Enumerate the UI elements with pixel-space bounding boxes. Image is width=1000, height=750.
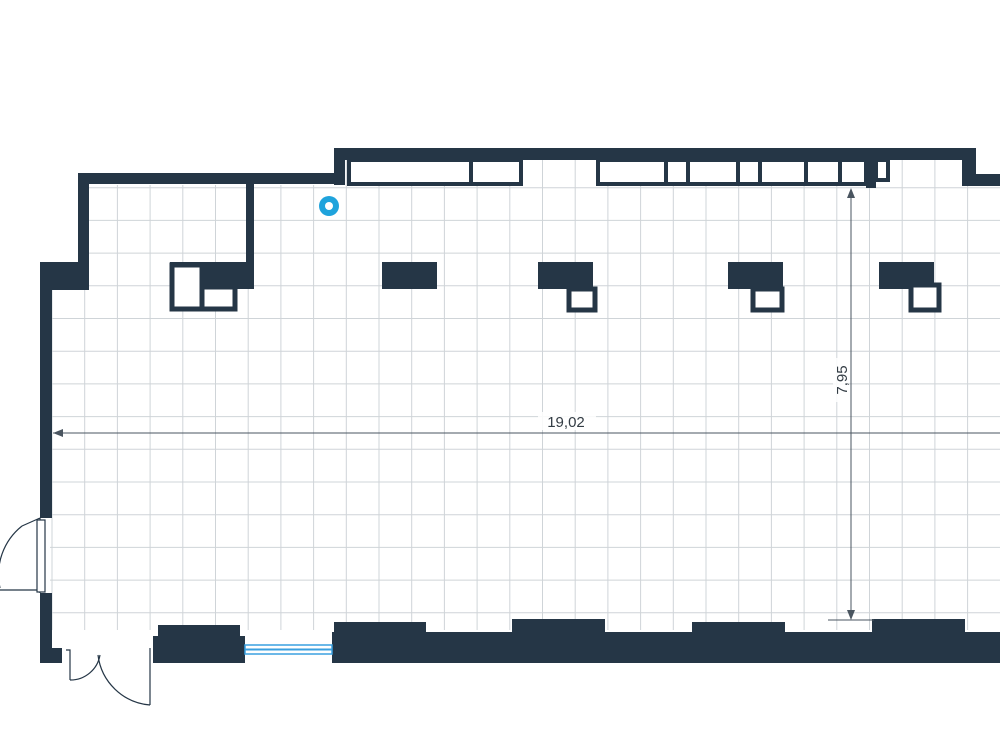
dimension-width-label-bg — [538, 412, 596, 430]
wall-bottom-pillar-5 — [872, 619, 965, 635]
column-4-box — [750, 286, 785, 313]
bottom-window — [244, 644, 333, 655]
floor-area — [50, 155, 1000, 630]
wall-top-right-end — [962, 174, 1000, 186]
wall-top-step — [334, 148, 345, 185]
column-3-box — [566, 286, 598, 313]
wall-bottom-main — [332, 632, 1000, 663]
wall-niche-post — [866, 160, 876, 188]
dimension-height-label: 7,95 — [834, 365, 851, 394]
top-window-4 — [664, 158, 690, 186]
location-pin-inner — [325, 202, 333, 210]
top-window-3 — [596, 158, 668, 186]
dimension-height-label-bg — [833, 358, 849, 402]
wall-left-upper — [78, 173, 89, 290]
column-4 — [728, 262, 783, 289]
top-window-5 — [686, 158, 740, 186]
top-window-6 — [736, 158, 762, 186]
dimension-width-label: 19,02 — [547, 414, 585, 431]
column-2 — [382, 262, 437, 289]
column-left-outline-b — [199, 284, 238, 312]
column-left-outline-a — [169, 262, 205, 312]
side-door-swing — [0, 517, 41, 593]
top-window-9 — [838, 158, 868, 186]
side-door-leaf — [36, 519, 46, 593]
wall-top-left — [78, 173, 340, 184]
wall-top-main — [334, 148, 976, 160]
floor-tile-grid — [50, 155, 1000, 630]
floor-fill — [50, 155, 1000, 630]
dimension-width: 19,02 — [53, 412, 1000, 437]
doors — [0, 517, 151, 706]
wall-partition-vertical — [246, 184, 254, 288]
dimension-height-arrow-bottom — [847, 610, 855, 620]
wall-bottom-pillar-4 — [692, 622, 785, 638]
top-window-1 — [347, 158, 473, 186]
front-door-left-leaf — [66, 649, 101, 681]
wall-bottom-pillar-1 — [158, 625, 240, 641]
exterior-walls — [40, 148, 1000, 663]
top-window-2 — [469, 158, 523, 186]
wall-bottom-left-stub — [40, 648, 62, 663]
wall-niche-box — [874, 158, 890, 182]
front-door-right-leaf — [97, 648, 151, 706]
top-window-8 — [804, 158, 842, 186]
wall-bottom-pillar-2 — [334, 622, 426, 638]
column-5-box — [908, 282, 942, 313]
column-3 — [538, 262, 593, 289]
wall-bottom-pillar-3 — [512, 619, 605, 635]
dimension-height: 7,95 — [828, 188, 874, 621]
wall-left-main — [40, 262, 52, 518]
location-pin-icon[interactable] — [319, 196, 339, 216]
top-window-7 — [758, 158, 808, 186]
wall-left-lower — [40, 593, 52, 663]
dimension-width-arrow — [53, 429, 63, 437]
columns — [169, 184, 942, 313]
dimension-height-arrow-top — [847, 188, 855, 198]
